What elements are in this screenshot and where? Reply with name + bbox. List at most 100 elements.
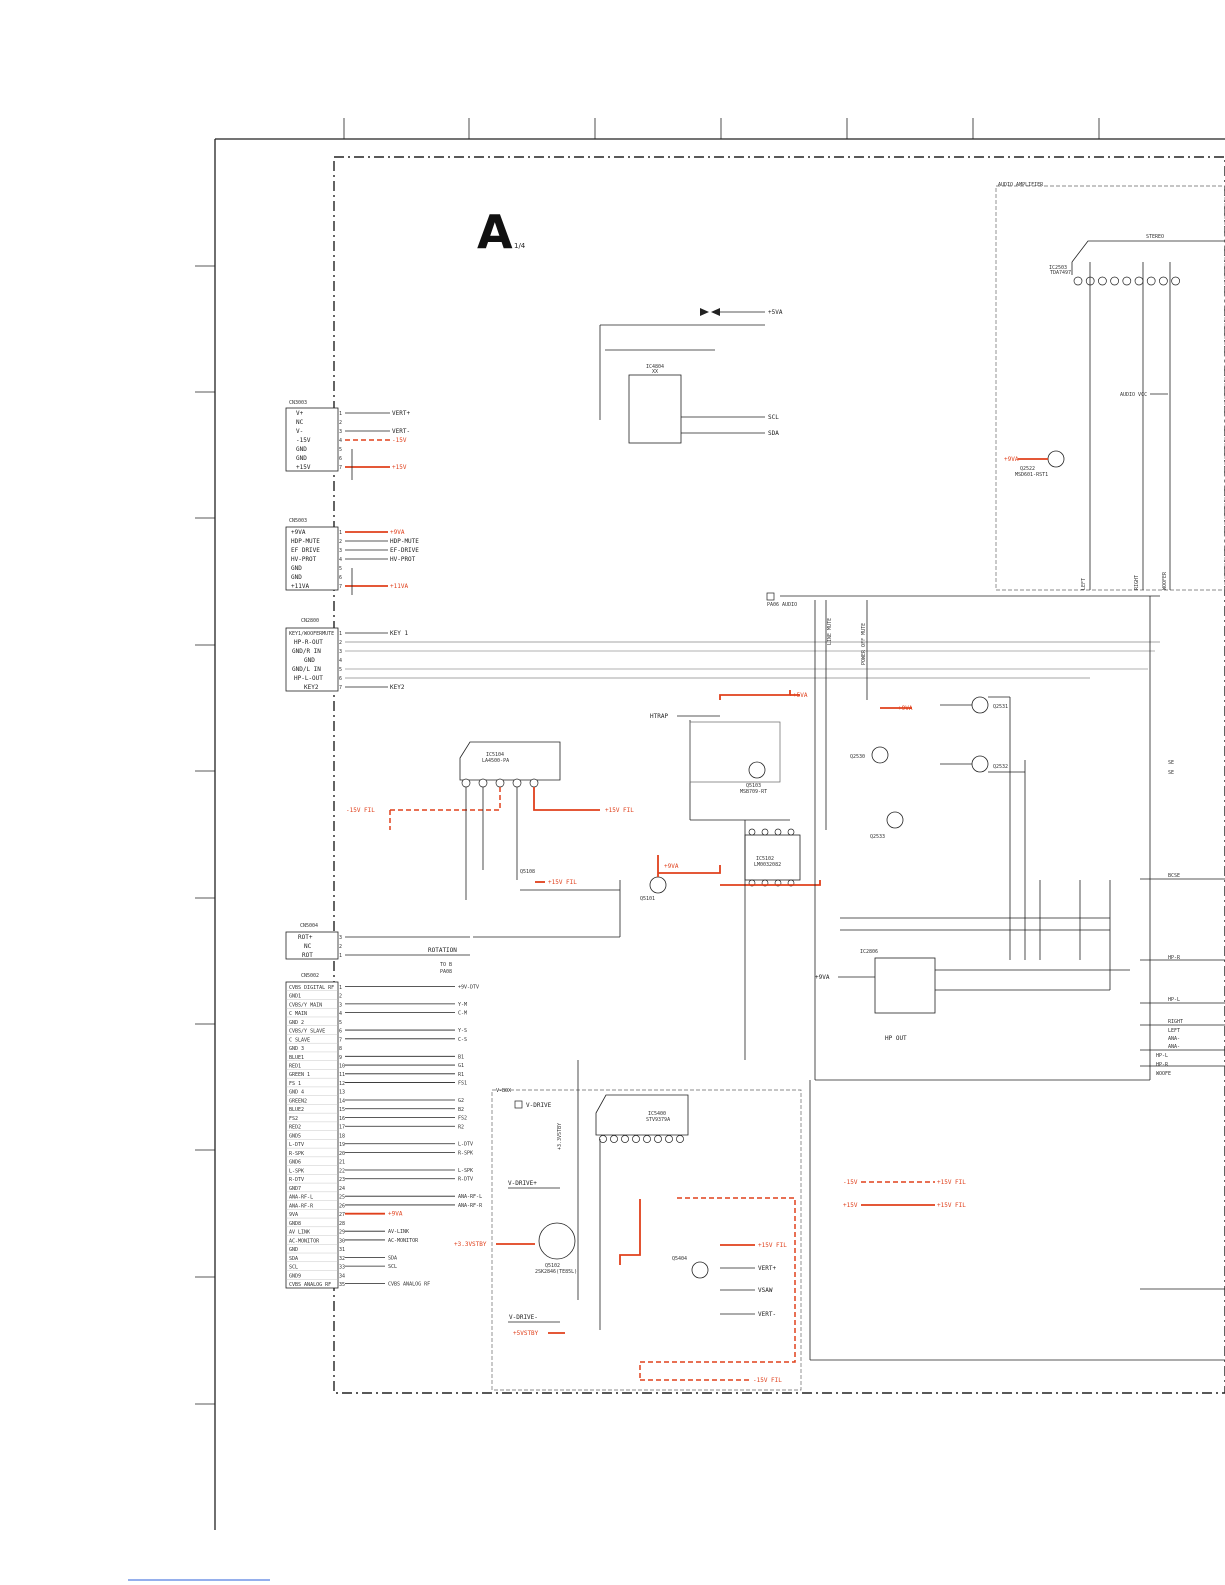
vdrive-plus-label: V-DRIVE+ (508, 1180, 537, 1187)
svg-text:GND 3: GND 3 (289, 1046, 304, 1052)
transistor-ref: Q2533 (870, 834, 885, 840)
svg-text:GND8: GND8 (289, 1221, 301, 1227)
svg-text:CVBS/Y MAIN: CVBS/Y MAIN (289, 1002, 322, 1008)
svg-text:GND/R IN: GND/R IN (292, 648, 321, 655)
edge-label: RIGHT (1168, 1019, 1183, 1025)
svg-text:25: 25 (339, 1195, 345, 1201)
q5101-area: Q5101 Q5108 +9VA +15V FIL (473, 855, 721, 938)
svg-text:6: 6 (339, 456, 342, 462)
svg-text:HV-PROT: HV-PROT (291, 556, 317, 563)
transistor-ref: Q5404 (672, 1256, 687, 1262)
pin-row: GND5 18 (289, 1133, 345, 1139)
connector-ref: CN3003 (289, 400, 307, 406)
net-label: CVBS ANALOG RF (388, 1282, 430, 1288)
svg-text:17: 17 (339, 1125, 345, 1131)
svg-text:5: 5 (339, 667, 342, 673)
edge-label: WOOFE (1156, 1071, 1171, 1077)
svg-text:18: 18 (339, 1133, 345, 1139)
pin-row: V+1 (296, 410, 342, 417)
svg-text:3: 3 (339, 429, 342, 435)
svg-text:4: 4 (339, 438, 342, 444)
net-label: +15V (843, 1202, 858, 1209)
stereo-label: STEREO (1146, 234, 1164, 240)
ic-value: STV9379A (646, 1117, 670, 1123)
svg-text:ROT: ROT (302, 952, 313, 959)
svg-text:SDA: SDA (289, 1256, 298, 1262)
svg-text:ANA-RF-L: ANA-RF-L (289, 1195, 313, 1201)
edge-label: HP-L (1168, 997, 1180, 1003)
svg-text:ANA-RF-R: ANA-RF-R (289, 1203, 314, 1209)
svg-text:31: 31 (339, 1247, 345, 1253)
svg-text:3: 3 (339, 548, 342, 554)
ic-ref: IC4804 (646, 364, 664, 370)
svg-text:1: 1 (339, 631, 342, 637)
ic2806-block: IC2806 HP OUT +9VA (814, 600, 1150, 1081)
svg-text:3: 3 (339, 649, 342, 655)
net-label: VERT- (758, 1311, 776, 1318)
svg-text:15: 15 (339, 1107, 345, 1113)
svg-text:21: 21 (339, 1160, 345, 1166)
ic-pin (1171, 276, 1180, 286)
ic-value: LA4500-PA (482, 758, 509, 764)
net-label: B1 (458, 1054, 464, 1060)
svg-text:+9VA: +9VA (291, 529, 306, 536)
net-label: L-DTV (458, 1142, 473, 1148)
transistor-value: 2SK2846(TE85L) (535, 1269, 577, 1275)
ic5102-block: IC5102 LM0032082 (689, 720, 821, 1060)
edge-label: HP-R (1168, 955, 1181, 961)
net-label: FS2 (458, 1116, 467, 1122)
net-label: C-M (458, 1011, 467, 1017)
edge-label: SE (1168, 770, 1174, 776)
svg-text:GND5: GND5 (289, 1133, 301, 1139)
svg-text:5: 5 (339, 566, 342, 572)
net-label: +15V (392, 464, 407, 471)
ic-pin (1134, 276, 1144, 286)
ic-value: TDA7497 (1050, 270, 1071, 276)
svg-text:1: 1 (339, 530, 342, 536)
net-label: KEY2 (390, 684, 405, 691)
transistor-ref: Q5108 (520, 869, 535, 875)
svg-text:-15V: -15V (296, 437, 311, 444)
edge-label: SE (1168, 760, 1174, 766)
transistor-ref: Q5103 (746, 783, 761, 789)
net-label: AC-MONITOR (388, 1238, 419, 1244)
svg-text:16: 16 (339, 1116, 345, 1122)
transistor-ref: Q2531 (993, 704, 1008, 710)
edge-label: HP-R (1156, 1062, 1169, 1068)
transistor-ref: Q5101 (640, 896, 655, 902)
svg-text:6: 6 (339, 575, 342, 581)
svg-text:GND: GND (304, 657, 315, 664)
hp-out-label: HP OUT (885, 1035, 907, 1042)
svg-text:2: 2 (339, 420, 342, 426)
svg-text:22: 22 (339, 1168, 345, 1174)
svg-text:23: 23 (339, 1177, 345, 1183)
net-label: VERT+ (392, 410, 410, 417)
htrap-label: HTRAP (650, 713, 668, 720)
edge-label: ANA- (1168, 1036, 1180, 1042)
ic-pin (621, 1135, 629, 1143)
net-label: +5VA (793, 692, 808, 699)
svg-text:SCL: SCL (289, 1265, 298, 1271)
ic-pin (676, 1135, 684, 1143)
svg-text:2: 2 (339, 944, 342, 950)
ic-pin (643, 1135, 651, 1143)
net-label: SCL (768, 414, 779, 421)
transistor-ref: Q2532 (993, 764, 1008, 770)
audio-amp-label: AUDIO AMPLIFIER (998, 182, 1044, 188)
pad-audio-label: PA06 AUDIO (767, 602, 797, 608)
